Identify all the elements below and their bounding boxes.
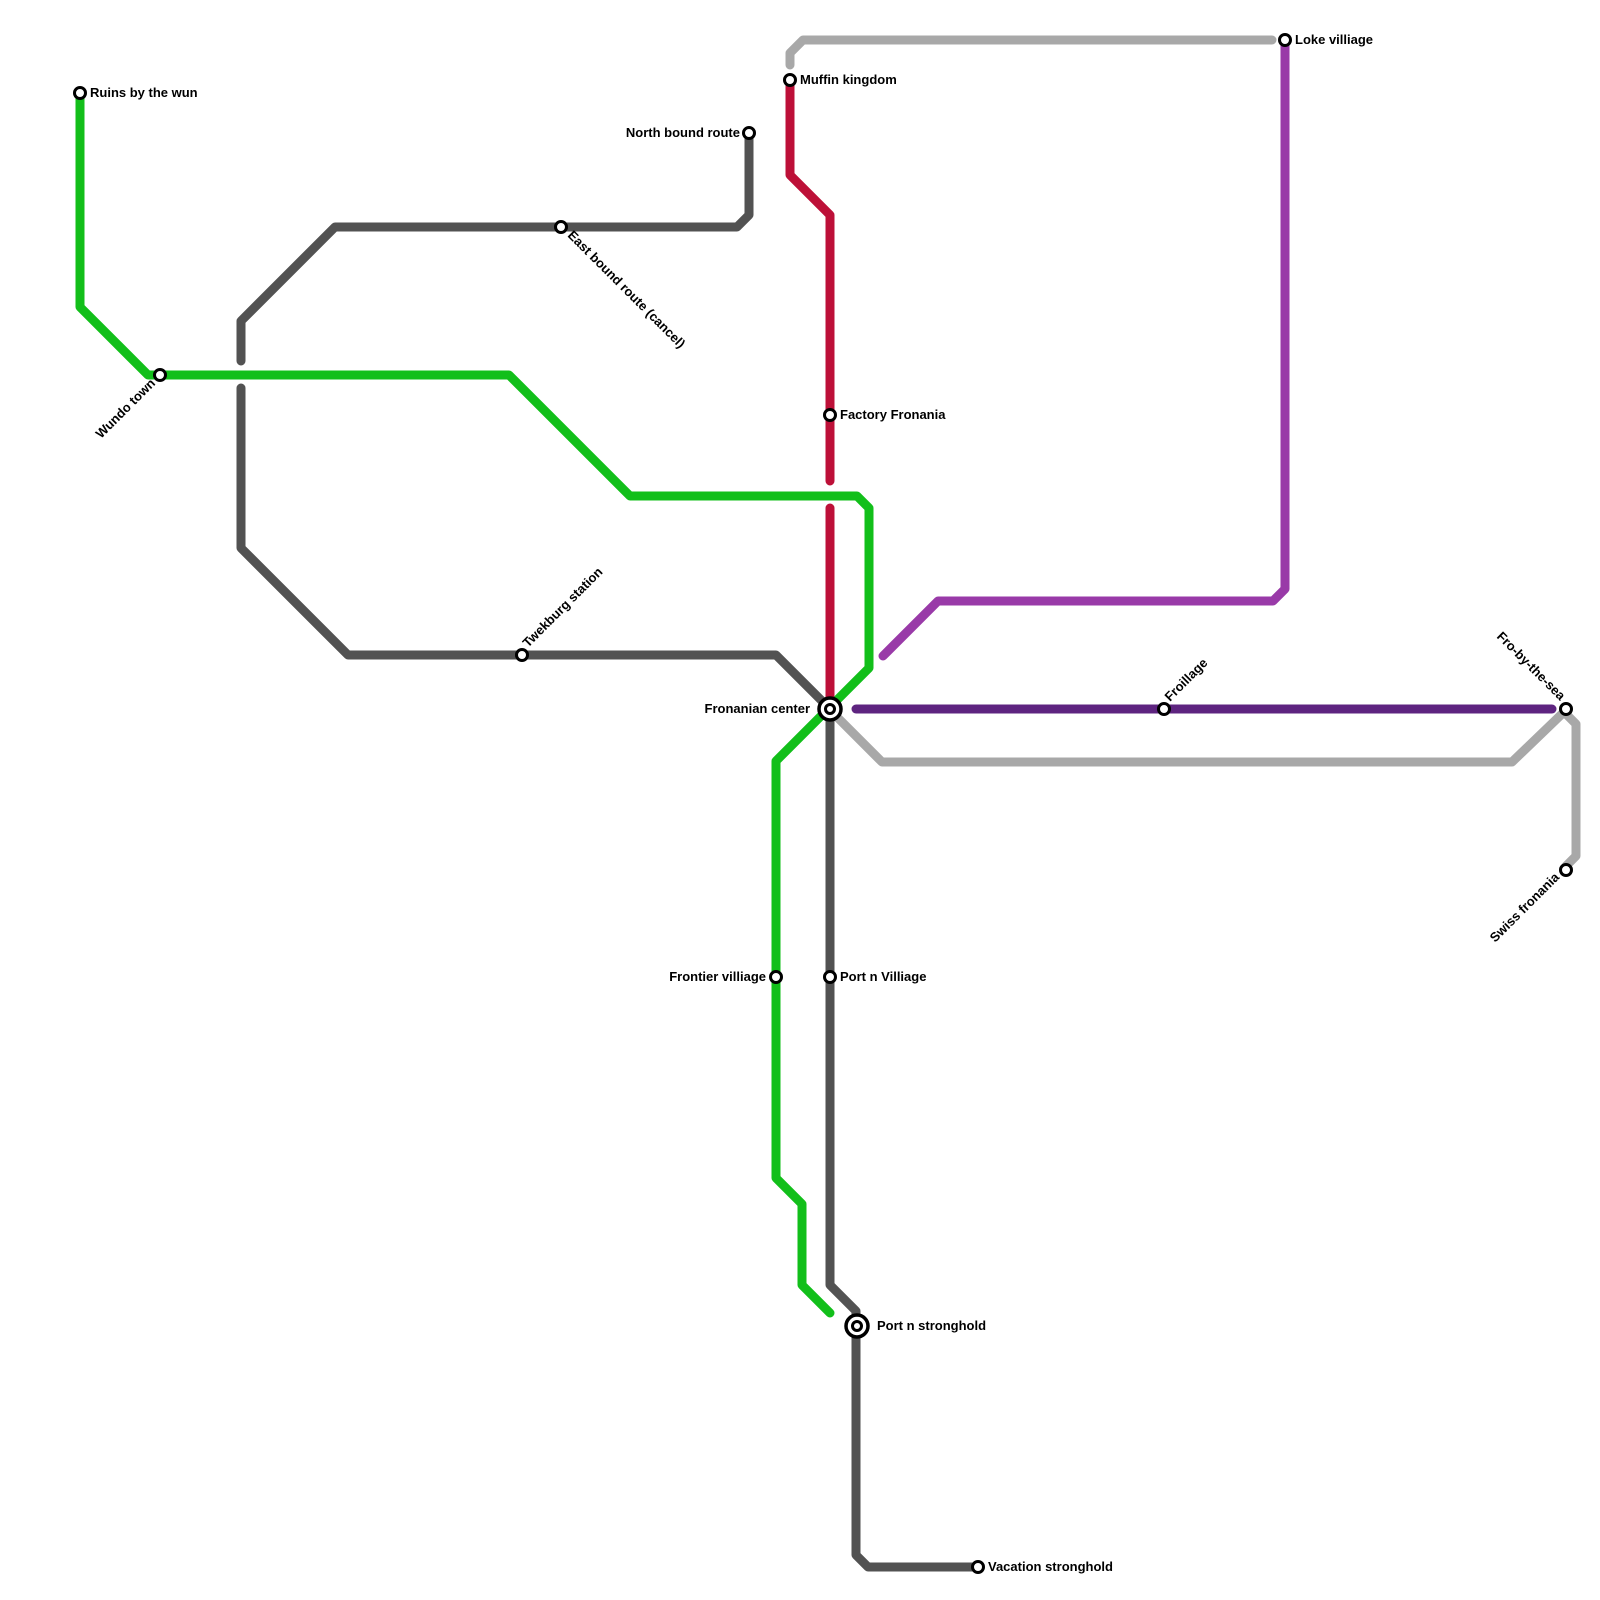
station-fro-by-the-sea[interactable]: Fro-by-the-sea: [1494, 629, 1573, 716]
svg-text:Wundo town: Wundo town: [93, 375, 159, 441]
svg-text:Port n stronghold: Port n stronghold: [877, 1318, 986, 1333]
svg-text:Fro-by-the-sea: Fro-by-the-sea: [1494, 629, 1569, 704]
station-loke-villiage[interactable]: Loke villiage: [1278, 32, 1374, 47]
svg-text:Ruins by the wun: Ruins by the wun: [90, 85, 198, 100]
station-wundo-town[interactable]: Wundo town: [93, 368, 167, 442]
dark-gray-line-north: [236, 128, 754, 366]
station-frontier-villiage[interactable]: Frontier villiage: [669, 969, 783, 984]
light-gray-line: [785, 35, 1277, 70]
svg-text:Factory Fronania: Factory Fronania: [840, 407, 946, 422]
svg-text:East bound route (cancel): East bound route (cancel): [565, 228, 688, 351]
station-muffin-kingdom[interactable]: Muffin kingdom: [783, 72, 897, 87]
svg-text:Port n Villiage: Port n Villiage: [840, 969, 926, 984]
svg-text:Swiss fronania: Swiss fronania: [1487, 869, 1563, 945]
svg-text:Vacation stronghold: Vacation stronghold: [988, 1559, 1113, 1574]
station-east-bound-route[interactable]: East bound route (cancel): [554, 220, 689, 352]
station-port-n-stronghold[interactable]: Port n stronghold: [844, 1313, 986, 1339]
svg-text:Muffin kingdom: Muffin kingdom: [800, 72, 897, 87]
station-factory-fronania[interactable]: Factory Fronania: [823, 407, 947, 422]
station-port-n-villiage[interactable]: Port n Villiage: [823, 969, 927, 984]
light-gray-line-south-branch: [827, 707, 1581, 871]
svg-text:Frontier villiage: Frontier villiage: [669, 969, 766, 984]
station-fronanian-center[interactable]: Fronanian center: [705, 696, 843, 722]
dark-gray-line-loop: [236, 383, 983, 1572]
green-line: [75, 88, 874, 1318]
station-north-bound-route[interactable]: North bound route: [626, 125, 756, 140]
station-vacation-stronghold[interactable]: Vacation stronghold: [971, 1559, 1114, 1574]
purple-line: [878, 35, 1290, 661]
svg-text:Twekburg station: Twekburg station: [520, 564, 606, 650]
svg-text:Loke villiage: Loke villiage: [1295, 32, 1373, 47]
station-twekburg-station[interactable]: Twekburg station: [515, 564, 606, 662]
red-line-north: [785, 75, 835, 486]
svg-text:North bound route: North bound route: [626, 125, 740, 140]
svg-text:Froillage: Froillage: [1162, 655, 1211, 704]
station-swiss-fronania[interactable]: Swiss fronania: [1487, 863, 1573, 945]
svg-text:Fronanian center: Fronanian center: [705, 701, 810, 716]
station-ruins-by-the-wun[interactable]: Ruins by the wun: [73, 85, 198, 100]
